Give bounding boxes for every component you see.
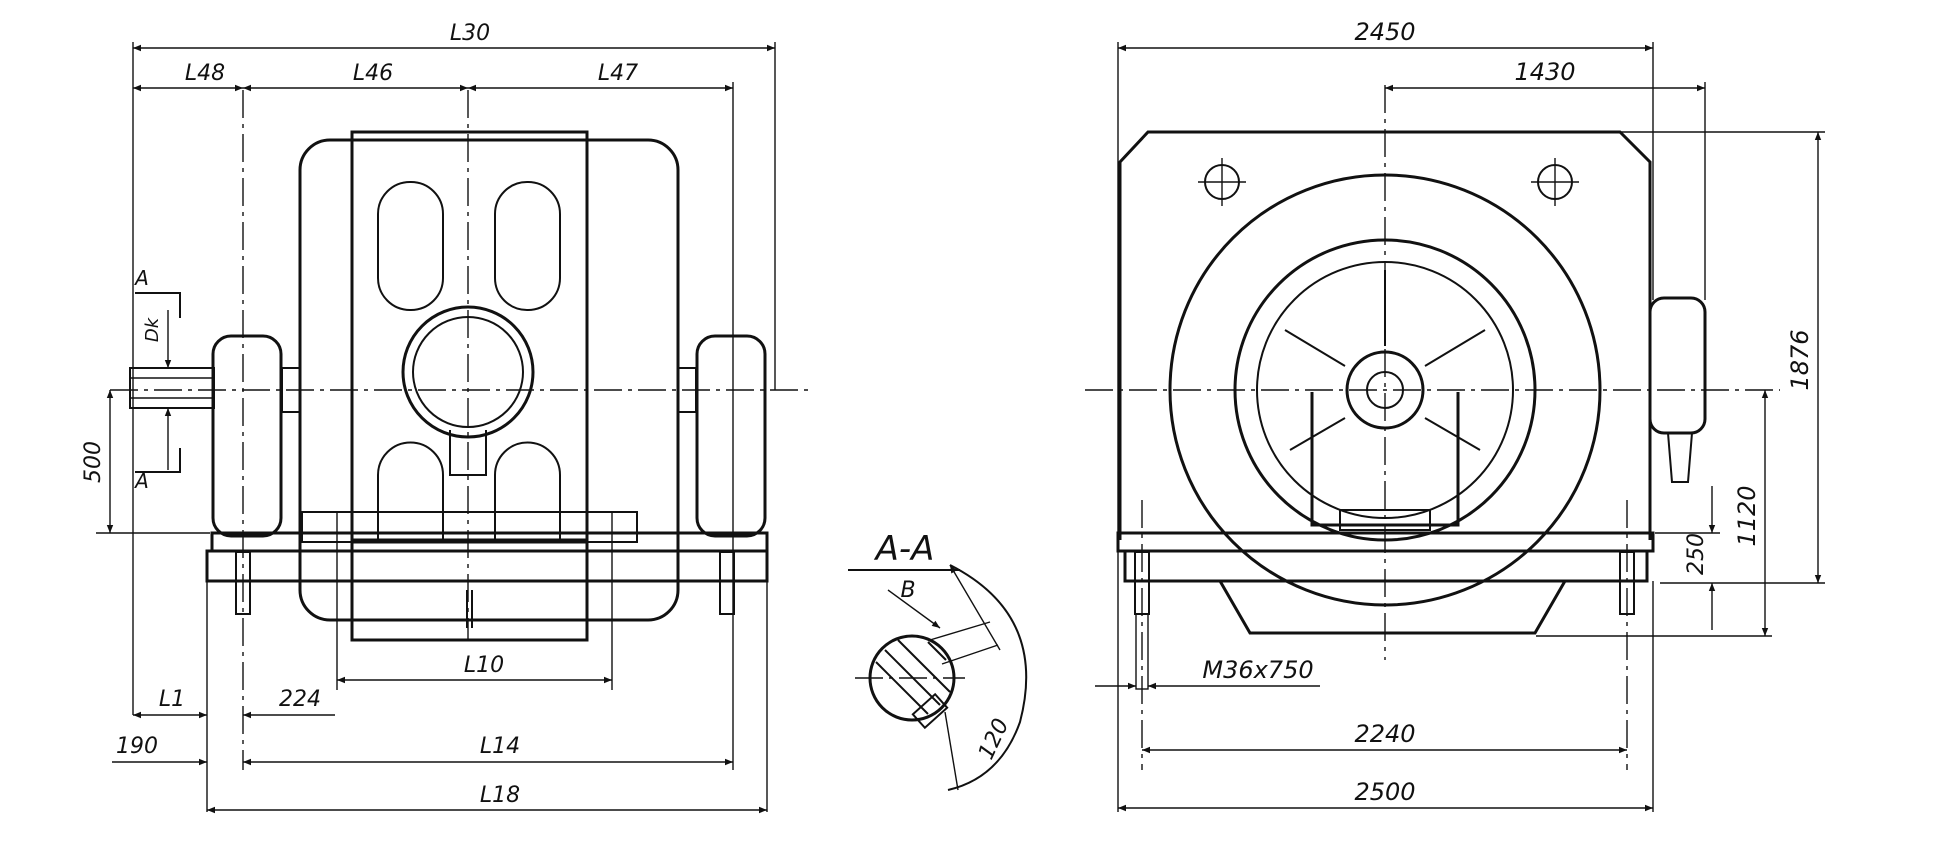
dim-l14: L14 xyxy=(480,734,520,759)
front-view: L30 L48 L46 L47 L10 L1 224 190 L14 L18 5… xyxy=(81,21,810,814)
dim-l46: L46 xyxy=(353,61,393,86)
dim-2500: 2500 xyxy=(1354,778,1415,806)
dim-224: 224 xyxy=(279,687,321,712)
section-view: A-A B 120 xyxy=(848,529,1028,791)
dim-120: 120 xyxy=(974,715,1014,764)
dim-1876: 1876 xyxy=(1786,329,1814,390)
dim-dk: Dk xyxy=(142,316,163,342)
vent-slot xyxy=(494,181,561,311)
section-mark-top: A xyxy=(133,266,149,290)
anchor-bolt xyxy=(719,551,735,615)
dim-l10: L10 xyxy=(464,653,504,678)
section-title: A-A xyxy=(874,529,935,569)
dim-b: B xyxy=(900,578,915,603)
bearing-left xyxy=(211,334,283,538)
bearing-right xyxy=(695,334,767,538)
motor-housing xyxy=(298,138,680,622)
key-slot xyxy=(911,692,949,730)
dim-l48: L48 xyxy=(185,61,225,86)
side-base-frame xyxy=(1123,549,1649,583)
dim-250: 250 xyxy=(1684,533,1709,575)
terminal-lug xyxy=(449,430,487,476)
vent-slot xyxy=(377,441,444,540)
side-view: 2450 1430 1876 1120 250 M36x750 2240 250… xyxy=(1085,18,1825,812)
shaft-housing xyxy=(401,305,535,439)
dim-l47: L47 xyxy=(598,61,638,86)
dim-190: 190 xyxy=(116,734,158,759)
dim-l18: L18 xyxy=(480,783,520,808)
shaft-end xyxy=(129,367,215,409)
dim-2240: 2240 xyxy=(1354,720,1415,748)
bolt-spec: M36x750 xyxy=(1202,656,1313,684)
dim-l1: L1 xyxy=(159,687,185,712)
vent-slot xyxy=(377,181,444,311)
terminal-box xyxy=(1648,296,1707,435)
dim-1430: 1430 xyxy=(1514,58,1575,86)
side-housing xyxy=(1118,130,1652,540)
arc-120 xyxy=(947,564,1028,791)
lower-frame xyxy=(301,511,638,543)
dim-2450: 2450 xyxy=(1354,18,1415,46)
dim-500: 500 xyxy=(81,441,106,483)
section-mark-bottom: A xyxy=(133,469,149,493)
base-frame xyxy=(205,549,769,583)
dim-l30: L30 xyxy=(450,21,490,46)
dim-1120: 1120 xyxy=(1733,485,1761,546)
base-box xyxy=(350,538,589,642)
vent-slot xyxy=(494,441,561,540)
